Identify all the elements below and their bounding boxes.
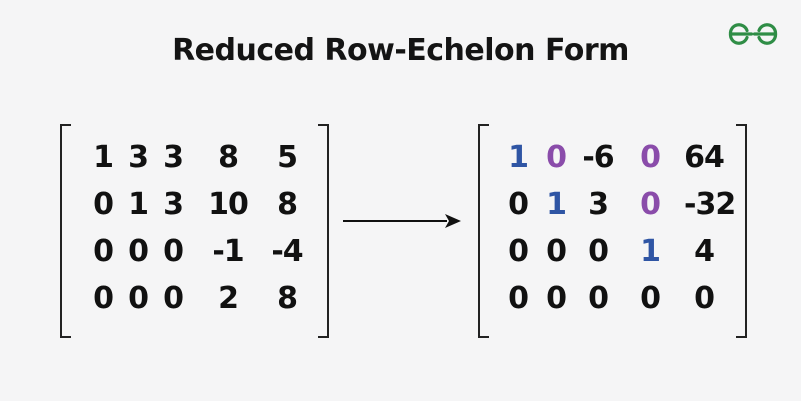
gfg-logo-icon (728, 23, 778, 45)
right-arrow-icon (343, 214, 461, 228)
matrix-cell: -4 (271, 234, 303, 269)
matrix-cell: 0 (93, 281, 114, 316)
matrix-cell: 0 (93, 187, 114, 222)
matrix-cell: -6 (582, 140, 614, 175)
matrix-cell: 0 (588, 234, 609, 269)
matrix-cell: 8 (277, 281, 298, 316)
matrix-cell: 3 (163, 187, 184, 222)
matrix-cell: 8 (277, 187, 298, 222)
matrix-cell: 0 (694, 281, 715, 316)
matrix-cell: 0 (128, 234, 149, 269)
left-bracket (478, 124, 489, 338)
matrix-cell: 0 (93, 234, 114, 269)
right-bracket (736, 124, 747, 338)
matrix-cell: 10 (208, 187, 249, 222)
matrix-cell: 0 (640, 187, 661, 222)
matrix-cell: 4 (694, 234, 715, 269)
matrix-cell: 0 (546, 140, 567, 175)
matrix-cell: 0 (640, 281, 661, 316)
matrix-cell: 64 (684, 140, 725, 175)
matrix-cell: 0 (546, 281, 567, 316)
matrix-cell: 1 (128, 187, 149, 222)
right-bracket (318, 124, 329, 338)
matrix-cell: 5 (277, 140, 298, 175)
matrix-cell: 0 (640, 140, 661, 175)
matrix-cell: 1 (93, 140, 114, 175)
matrix-cell: 0 (163, 234, 184, 269)
matrix-cell: 0 (508, 234, 529, 269)
matrix-cell: 0 (546, 234, 567, 269)
matrix-cell: 3 (163, 140, 184, 175)
matrix-cell: 0 (508, 281, 529, 316)
matrix-cell: 1 (546, 187, 567, 222)
matrix-cell: -32 (684, 187, 736, 222)
page-title: Reduced Row-Echelon Form (172, 33, 629, 68)
matrix-cell: 3 (128, 140, 149, 175)
matrix-cell: 8 (218, 140, 239, 175)
matrix-cell: 0 (508, 187, 529, 222)
matrix-cell: 3 (588, 187, 609, 222)
matrix-cell: 2 (218, 281, 239, 316)
matrix-cell: 1 (508, 140, 529, 175)
matrix-cell: 1 (640, 234, 661, 269)
matrix-cell: 0 (588, 281, 609, 316)
matrix-cell: 0 (128, 281, 149, 316)
left-bracket (60, 124, 71, 338)
matrix-cell: -1 (212, 234, 244, 269)
matrix-cell: 0 (163, 281, 184, 316)
